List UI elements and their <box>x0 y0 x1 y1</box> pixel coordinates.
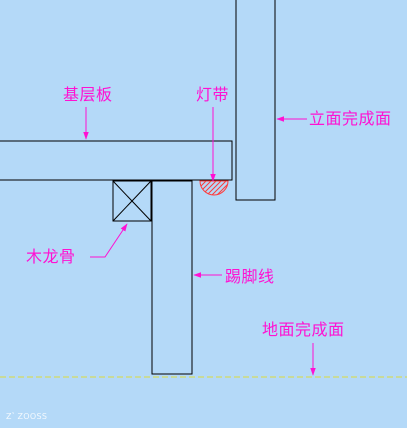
base-board-label: 基层板 <box>63 85 113 104</box>
skirting-board <box>151 180 193 375</box>
wall-finish-label: 立面完成面 <box>309 109 392 128</box>
floor-finish-label: 地面完成面 <box>262 320 345 339</box>
watermark: Zʽ ZOOSS <box>6 412 48 421</box>
light-strip-label: 灯带 <box>196 85 230 104</box>
cross-box-icon <box>112 180 152 222</box>
hatched-semicircle-icon <box>199 180 229 196</box>
skirting-label: 踢脚线 <box>225 267 275 286</box>
wood-keel-leader <box>90 223 128 258</box>
wood-keel-label: 木龙骨 <box>26 247 76 266</box>
base-board <box>0 140 233 181</box>
wall-panel <box>235 0 276 201</box>
